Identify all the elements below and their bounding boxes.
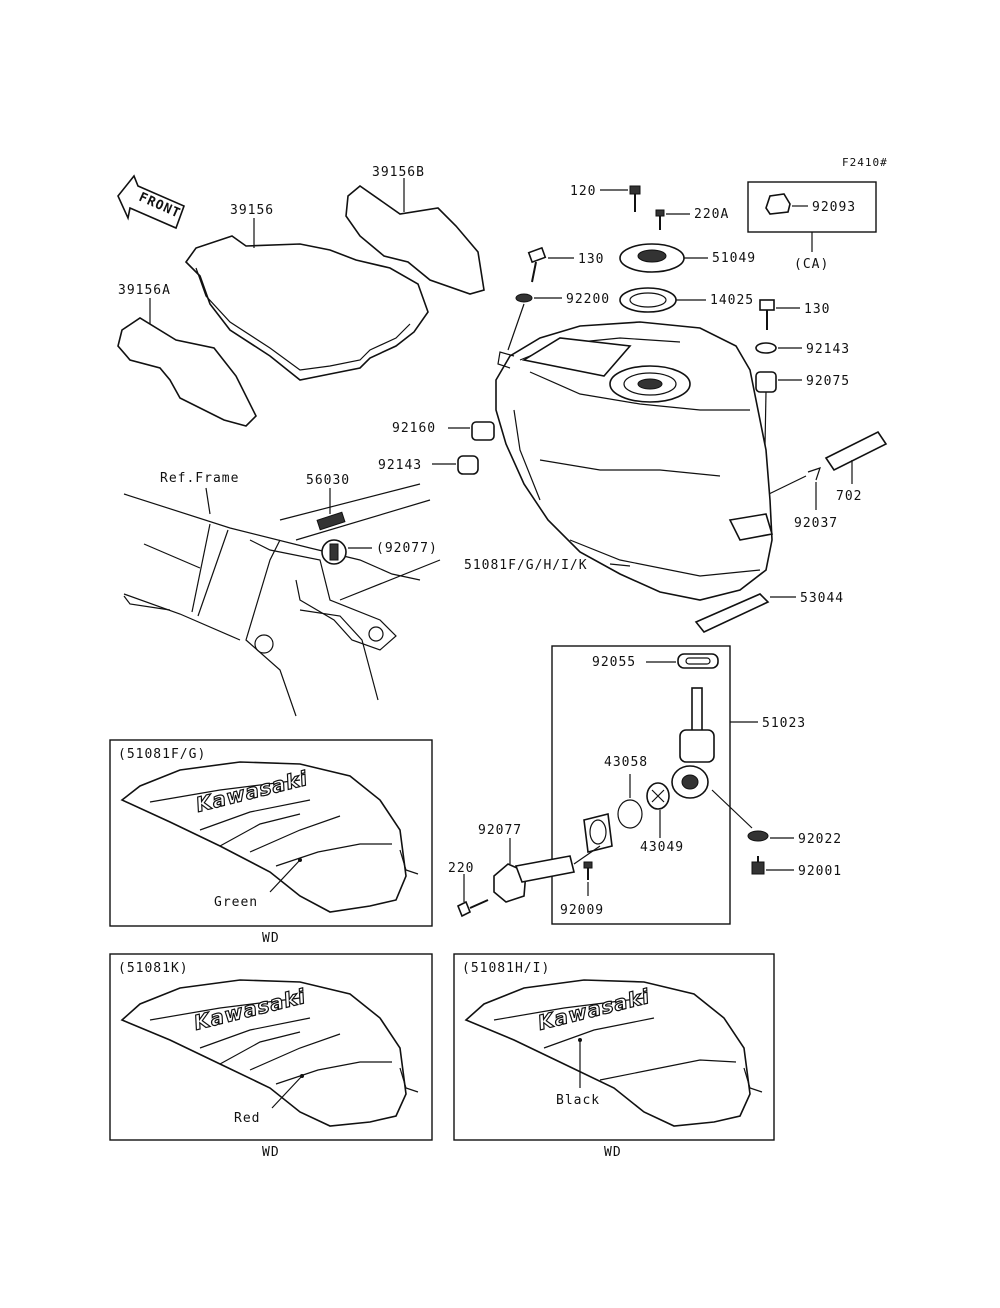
clip-92037: 92037 [735, 467, 838, 531]
label-51081: 51081F/G/H/I/K [464, 558, 588, 573]
label-39156b: 39156B [372, 165, 425, 180]
front-arrow-icon: FRONT [117, 174, 186, 230]
label-92055: 92055 [592, 655, 636, 670]
label-ref-frame: Ref.Frame [160, 471, 239, 486]
damper-92160: 92160 [392, 421, 495, 441]
ring-14025: 14025 [619, 287, 754, 313]
label-92077-ref: (92077) [376, 541, 438, 556]
pad-39156b: 39156B [345, 165, 485, 295]
washer-92200: 92200 [507, 292, 610, 351]
label-92143-left: 92143 [378, 458, 422, 473]
grommet-92075: 92075 [755, 371, 850, 501]
variant-color-black: Black [556, 1093, 600, 1108]
bolt-92001: 92001 [751, 856, 842, 879]
label-92001: 92001 [798, 864, 842, 879]
label-702: 702 [836, 489, 862, 504]
variant-code-green: (51081F/G) [118, 747, 206, 762]
variant-note-red: WD [262, 1145, 280, 1160]
label-14025: 14025 [710, 293, 754, 308]
label-92077: 92077 [478, 823, 522, 838]
label-92143-right: 92143 [806, 342, 850, 357]
variant-code-black: (51081H/I) [462, 961, 550, 976]
label-43058: 43058 [604, 755, 648, 770]
label-220: 220 [448, 861, 474, 876]
label-130-top: 130 [578, 252, 604, 267]
variant-color-green: Green [214, 895, 258, 910]
strap-53044: 53044 [694, 591, 844, 633]
label-ca: (CA) [794, 257, 829, 272]
bolt-130-right: 130 [759, 299, 830, 330]
reference-frame: Ref.Frame 56030 (92077) [123, 471, 441, 717]
label-43049: 43049 [640, 840, 684, 855]
label-92093: 92093 [812, 200, 856, 215]
screw-220a: 220A [655, 207, 729, 230]
variant-box-black: (51081H/I) Kawasaki Black WD [453, 953, 775, 1160]
bolt-120: 120 [570, 184, 641, 212]
ca-box: 92093 (CA) [747, 181, 877, 272]
label-92075: 92075 [806, 374, 850, 389]
variant-color-red: Red [234, 1111, 260, 1126]
screw-220: 220 [448, 861, 489, 918]
pad-39156a: 39156A [117, 283, 257, 427]
variant-note-black: WD [604, 1145, 622, 1160]
figure-code: F2410# [842, 156, 888, 169]
variant-code-red: (51081K) [118, 961, 189, 976]
label-92009: 92009 [560, 903, 604, 918]
pad-39156: 39156 [184, 203, 429, 381]
label-92037: 92037 [794, 516, 838, 531]
label-51023: 51023 [762, 716, 806, 731]
label-56030: 56030 [306, 473, 350, 488]
label-130-right: 130 [804, 302, 830, 317]
washer-92022: 92022 [747, 830, 842, 847]
label-92160: 92160 [392, 421, 436, 436]
knob-92077: 92077 [478, 823, 601, 903]
collar-92143-left: 92143 [378, 455, 479, 475]
label-39156: 39156 [230, 203, 274, 218]
washer-92143-right: 92143 [755, 342, 850, 357]
label-51049: 51049 [712, 251, 756, 266]
label-120: 120 [570, 184, 596, 199]
variant-note-green: WD [262, 931, 280, 946]
fuel-tank: 51081F/G/H/I/K [464, 321, 774, 601]
filler-cap-51049: 51049 [619, 243, 756, 273]
fuel-tap-box: 51023 92055 43049 43058 92009 [551, 645, 806, 925]
hose-702: 702 [824, 430, 888, 504]
variant-box-green: (51081F/G) Kawasaki Green WD [109, 739, 433, 946]
label-220a: 220A [694, 207, 729, 222]
label-39156a: 39156A [118, 283, 171, 298]
variant-box-red: (51081K) Kawasaki Red WD [109, 953, 433, 1160]
label-92200: 92200 [566, 292, 610, 307]
bolt-130-top: 130 [527, 246, 604, 283]
label-53044: 53044 [800, 591, 844, 606]
label-92022: 92022 [798, 832, 842, 847]
